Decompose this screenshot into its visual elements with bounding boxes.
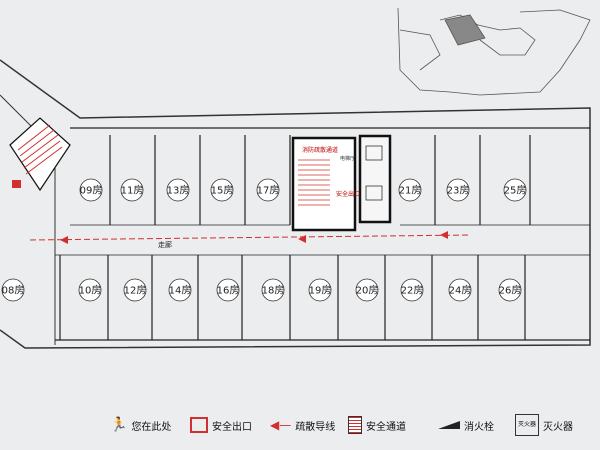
room-marker <box>261 278 285 302</box>
running-person-icon: 🏃 <box>110 417 128 433</box>
left-stairwell <box>9 117 71 192</box>
room-number: 12房 <box>124 284 147 297</box>
room-marker <box>355 278 379 302</box>
room-marker <box>256 178 280 202</box>
room-number: 19房 <box>309 284 332 297</box>
room-marker <box>503 178 527 202</box>
legend-extinguisher: 灭火器 灭火器 <box>515 412 573 438</box>
room-marker <box>498 278 522 302</box>
room-marker <box>168 278 192 302</box>
room-marker <box>400 278 424 302</box>
legend-safe-exit: 安全出口 <box>190 412 252 438</box>
stairs-icon <box>348 416 362 434</box>
room-number: 18房 <box>262 284 285 297</box>
legend-evac-route: ◀— 疏散导线 <box>270 412 335 438</box>
corridor-label: 走廊 <box>158 240 172 249</box>
bottom-rooms: 08房 10房 12房 14房 16房 18房 19房 20房 22房 24房 26房 <box>1 278 522 302</box>
legend-label: 安全通道 <box>366 421 406 433</box>
elevator-hall-label: 电梯厅 <box>340 155 355 162</box>
legend-label: 疏散导线 <box>295 421 336 433</box>
corridor: 走廊 <box>29 231 471 249</box>
room-number: 22房 <box>401 284 424 297</box>
room-number: 10房 <box>79 284 102 297</box>
room-marker <box>308 278 332 302</box>
top-rooms: 09房 11房 13房 15房 17房 21房 23房 25房 <box>79 178 527 202</box>
room-marker <box>120 178 144 202</box>
legend-safe-passage: 安全通道 <box>348 412 406 438</box>
room-number: 20房 <box>356 284 379 297</box>
left-arrow-icon: ◀— <box>270 418 292 432</box>
room-number: 13房 <box>167 184 190 197</box>
room-marker <box>216 278 240 302</box>
room-marker <box>210 178 234 202</box>
legend-you-are-here: 🏃 您在此处 <box>110 412 171 438</box>
room-marker <box>78 278 102 302</box>
legend-label: 安全出口 <box>212 421 252 433</box>
stair-label: 消防疏散通道 <box>302 146 338 154</box>
room-number: 21房 <box>399 184 422 197</box>
room-number: 24房 <box>449 284 472 297</box>
stair-sign: 安全出口 <box>336 190 360 198</box>
bottom-room-walls <box>55 254 590 341</box>
room-number: 09房 <box>80 184 103 197</box>
exit-sign-icon <box>190 417 208 433</box>
room-marker <box>1 278 25 302</box>
room-number: 25房 <box>504 184 527 197</box>
room-number: 08房 <box>2 284 25 297</box>
room-number: 16房 <box>217 284 240 297</box>
room-marker <box>446 178 470 202</box>
room-number: 17房 <box>257 184 280 197</box>
legend-label: 您在此处 <box>131 421 172 433</box>
extinguisher-icon: 灭火器 <box>515 414 539 436</box>
room-number: 26房 <box>499 284 522 297</box>
top-room-walls <box>70 127 590 226</box>
room-marker <box>123 278 147 302</box>
room-marker <box>448 278 472 302</box>
room-number: 11房 <box>121 184 144 197</box>
legend-hydrant: 消火栓 <box>438 412 494 438</box>
central-stairwell: 消防疏散通道 安全出口 电梯厅 <box>291 134 392 232</box>
room-marker <box>166 178 190 202</box>
room-number: 23房 <box>447 184 470 197</box>
hydrant-icon <box>438 421 460 429</box>
legend-label: 消火栓 <box>464 421 494 433</box>
room-number: 14房 <box>169 284 192 297</box>
room-number: 15房 <box>211 184 234 197</box>
room-marker <box>398 178 422 202</box>
legend-label: 灭火器 <box>543 421 573 433</box>
room-marker <box>79 178 103 202</box>
site-minimap <box>397 7 591 96</box>
